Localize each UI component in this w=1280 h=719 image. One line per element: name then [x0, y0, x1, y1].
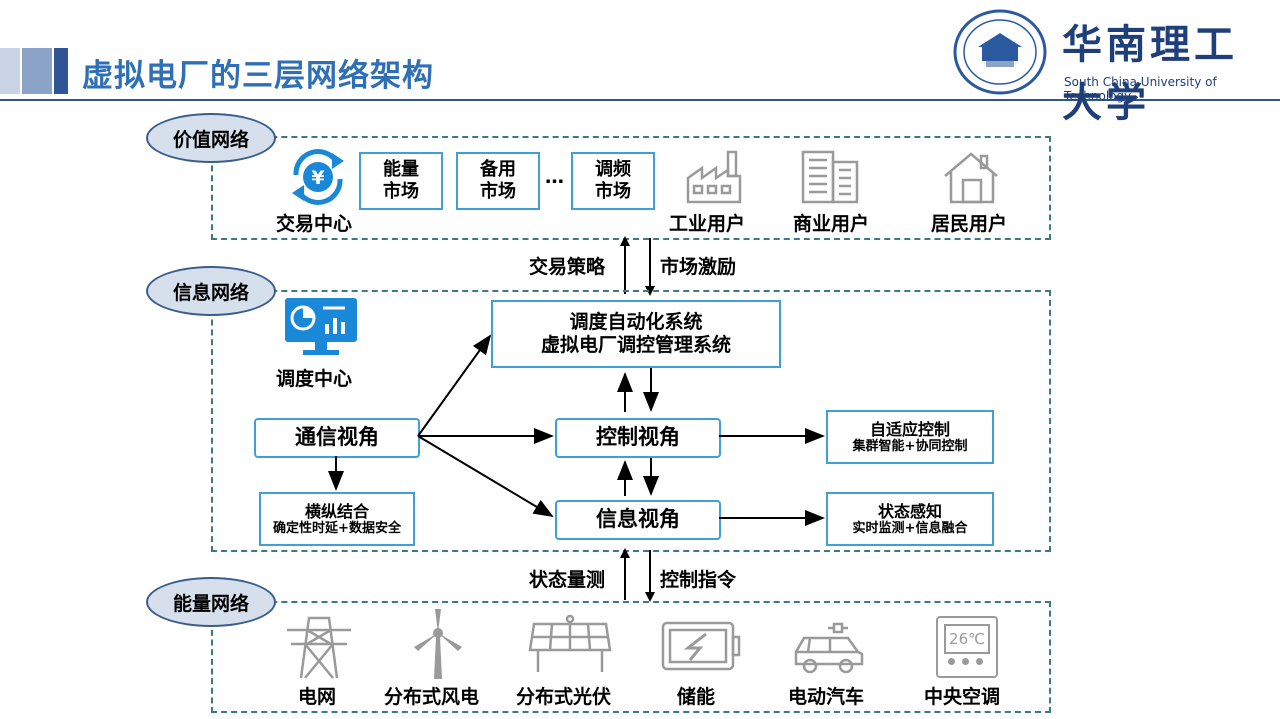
energy-market-box: 能量 市场 [359, 152, 443, 210]
reserve-market-box: 备用 市场 [456, 152, 540, 210]
horizontal-vertical-box: 横纵结合 确定性时延+数据安全 [259, 492, 415, 546]
university-name-en: South China University of Technology [1064, 75, 1217, 103]
thermostat-display: 26℃ [944, 624, 990, 654]
info-view-label: 信息视角 [596, 507, 680, 532]
battery-storage-icon [661, 621, 741, 671]
grid-label: 电网 [298, 686, 337, 708]
header-accent-mid [22, 48, 52, 94]
header-accent-light [0, 48, 20, 94]
energy-network-frame [211, 601, 1051, 713]
energy-network-label: 能量网络 [146, 577, 276, 627]
solar-power-label: 分布式光伏 [516, 686, 612, 708]
communication-view-label: 通信视角 [295, 425, 379, 450]
communication-view-box: 通信视角 [254, 418, 420, 458]
office-building-icon [801, 150, 859, 204]
industrial-user-label: 工业用户 [669, 213, 746, 235]
header-accent-dark [54, 48, 68, 94]
state-awareness-sub: 实时监测+信息融合 [852, 520, 968, 536]
page-title: 虚拟电厂的三层网络架构 [82, 58, 434, 94]
dispatch-system-line1: 调度自动化系统 [569, 311, 703, 334]
value-network-label: 价值网络 [146, 113, 276, 163]
state-awareness-box: 状态感知 实时监测+信息融合 [826, 492, 994, 546]
university-seal-icon [953, 9, 1047, 95]
info-network-frame [211, 290, 1051, 552]
thermostat-icon: 26℃ [936, 616, 998, 678]
thermostat-button-icon [976, 658, 983, 665]
thermostat-button-icon [948, 658, 955, 665]
frequency-market-line2: 市场 [595, 181, 631, 202]
dispatch-system-line2: 虚拟电厂调控管理系统 [540, 334, 731, 356]
horizontal-vertical-title: 横纵结合 [304, 501, 369, 521]
residential-user-label: 居民用户 [931, 213, 1008, 235]
factory-icon [686, 150, 742, 204]
header-divider [0, 99, 1280, 101]
ev-label: 电动汽车 [788, 686, 865, 708]
energy-market-line2: 市场 [383, 181, 419, 202]
dispatch-system-box: 调度自动化系统 虚拟电厂调控管理系统 [491, 300, 781, 368]
market-incentive-label: 市场激励 [660, 256, 737, 278]
state-awareness-title: 状态感知 [877, 501, 942, 521]
control-view-label: 控制视角 [596, 425, 680, 450]
frequency-market-line1: 调频 [595, 159, 631, 181]
storage-label: 储能 [677, 686, 716, 708]
svg-text:¥: ¥ [311, 167, 324, 189]
adaptive-control-title: 自适应控制 [869, 419, 950, 439]
electric-car-icon [794, 622, 864, 674]
adaptive-control-sub: 集群智能+协同控制 [852, 438, 968, 454]
dispatch-center-label: 调度中心 [276, 368, 353, 390]
reserve-market-line1: 备用 [480, 159, 516, 181]
info-view-box: 信息视角 [555, 500, 721, 540]
horizontal-vertical-sub: 确定性时延+数据安全 [273, 520, 401, 536]
central-ac-label: 中央空调 [924, 686, 1001, 708]
control-view-box: 控制视角 [555, 418, 721, 458]
monitor-dashboard-icon [285, 298, 357, 355]
wind-power-label: 分布式风电 [384, 686, 480, 708]
solar-panel-icon [528, 614, 612, 672]
energy-market-line1: 能量 [383, 159, 419, 181]
trade-center-label: 交易中心 [276, 213, 353, 235]
trade-strategy-label: 交易策略 [529, 256, 606, 278]
frequency-market-box: 调频 市场 [571, 152, 655, 210]
value-network-frame [211, 136, 1051, 240]
state-measure-label: 状态量测 [529, 569, 606, 591]
reserve-market-line2: 市场 [480, 181, 516, 202]
wind-turbine-icon [414, 609, 462, 679]
info-network-label: 信息网络 [146, 266, 276, 316]
info-energy-arrows [620, 548, 655, 602]
exchange-yen-icon: ¥ [292, 149, 344, 205]
thermostat-button-icon [962, 658, 969, 665]
house-icon [944, 152, 998, 204]
commercial-user-label: 商业用户 [793, 213, 870, 235]
market-ellipsis: … [545, 166, 564, 188]
power-tower-icon [287, 616, 351, 679]
adaptive-control-box: 自适应控制 集群智能+协同控制 [826, 410, 994, 464]
control-command-label: 控制指令 [660, 569, 737, 591]
university-name-cn: 华南理工大学 [1062, 21, 1238, 126]
